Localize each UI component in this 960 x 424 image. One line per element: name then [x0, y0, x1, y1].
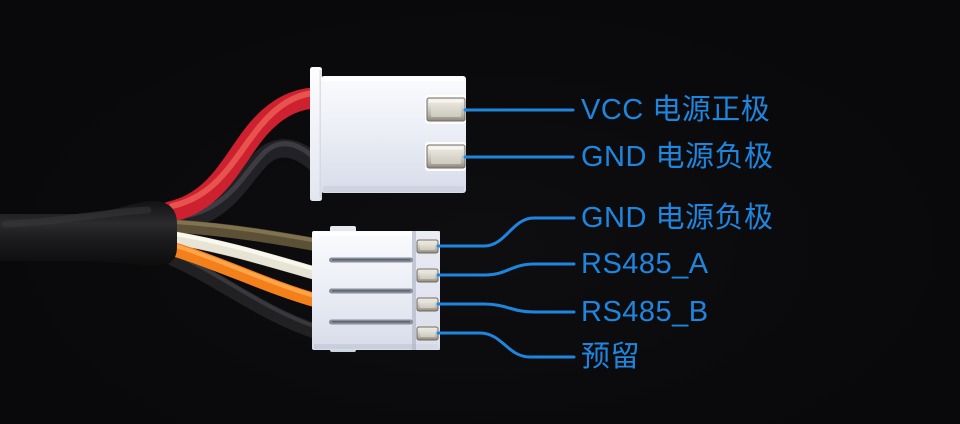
groove-core	[332, 259, 410, 261]
callout-line-rs485a	[436, 262, 576, 277]
callout-label-rs485a: RS485_A	[581, 248, 709, 280]
cable	[0, 200, 177, 267]
orange-wire	[166, 242, 325, 308]
2pin-pin-gnd	[425, 142, 466, 171]
4pin-pin-rs485b	[416, 297, 439, 312]
cable-jacket	[0, 200, 177, 267]
white-wire	[168, 231, 325, 281]
brown-wire	[168, 219, 325, 252]
callout-line-gnd-signal	[436, 216, 576, 248]
connector-4pin-top-highlight	[314, 232, 438, 236]
connector-4pin	[312, 226, 440, 352]
black-power-wire-highlight	[175, 141, 315, 220]
pin-face	[420, 243, 435, 250]
callout-label-reserved: 预留	[581, 341, 641, 373]
pin-face	[420, 330, 435, 337]
pin-face	[420, 301, 435, 308]
connector-2pin	[310, 67, 466, 201]
connector-4pin-bottom-shade	[314, 344, 438, 349]
2pin-pin-vcc	[425, 95, 466, 124]
groove-core	[332, 290, 410, 292]
connector-2pin-flange	[310, 67, 322, 201]
cable-sheen	[2, 206, 152, 228]
groove-core	[332, 321, 410, 323]
connector-2pin-body	[321, 76, 466, 193]
4pin-pin-gnd	[416, 239, 439, 254]
pin-gleam	[429, 146, 463, 150]
orange-wire-highlight	[171, 243, 320, 299]
black-signal-wire	[166, 251, 326, 340]
pin-face	[420, 272, 435, 279]
wire-bundle	[159, 87, 326, 340]
pin-face	[431, 149, 461, 164]
callout-lines	[436, 108, 576, 359]
4pin-pin-reserved	[416, 326, 439, 341]
callout-label-rs485b: RS485_B	[581, 296, 709, 328]
white-wire-highlight	[173, 232, 320, 272]
pin-gleam	[429, 99, 463, 103]
callout-label-vcc: VCC 电源正极	[581, 94, 771, 126]
callout-line-reserved	[436, 331, 576, 359]
connector-2pin-flange-shade	[319, 70, 322, 198]
4pin-groove-1	[329, 257, 413, 263]
4pin-groove-3	[329, 319, 413, 325]
4pin-pin-rs485a	[416, 268, 439, 283]
callout-label-gnd-power: GND 电源负极	[581, 141, 774, 173]
pin-face	[431, 102, 461, 117]
4pin-groove-2	[329, 288, 413, 294]
connector-2pin-bottom-shade	[323, 186, 464, 192]
red-power-wire-highlight	[169, 90, 317, 209]
callout-label-gnd-signal: GND 电源负极	[581, 202, 774, 234]
connector-4pin-strip-divider	[412, 231, 416, 350]
connector-2pin-top-highlight	[323, 77, 464, 81]
callout-line-rs485b	[436, 302, 576, 314]
brown-wire-highlight	[173, 220, 320, 243]
